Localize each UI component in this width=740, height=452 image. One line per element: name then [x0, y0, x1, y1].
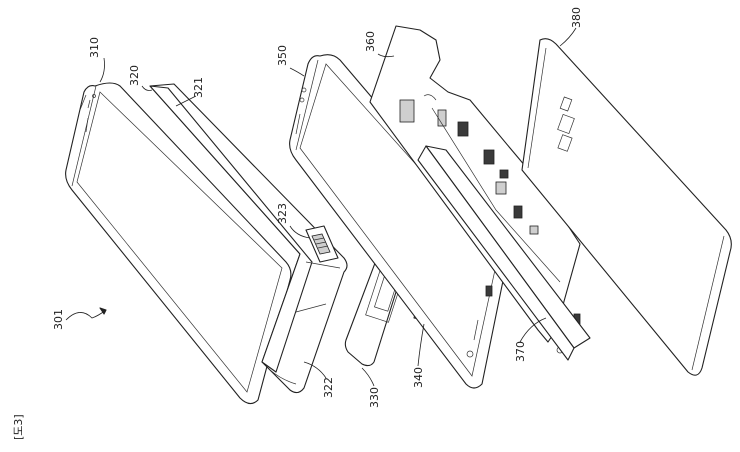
label-322: 322 — [322, 377, 335, 398]
figure-label: [도3] — [12, 414, 25, 440]
label-370: 370 — [514, 341, 527, 362]
label-380: 380 — [570, 7, 583, 28]
label-321: 321 — [192, 77, 205, 98]
label-350: 350 — [276, 45, 289, 66]
label-330: 330 — [368, 387, 381, 408]
front-cover-310 — [66, 83, 291, 404]
label-340: 340 — [412, 367, 425, 388]
label-320: 320 — [128, 65, 141, 86]
label-310: 310 — [88, 37, 101, 58]
label-323: 323 — [276, 203, 289, 224]
label-360: 360 — [364, 31, 377, 52]
label-301: 301 — [52, 309, 65, 330]
